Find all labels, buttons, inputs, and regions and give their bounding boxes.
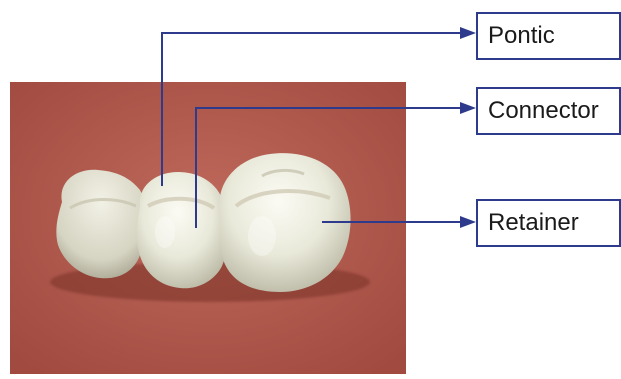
arrow-right-icon	[460, 27, 476, 39]
arrow-right-icon	[460, 216, 476, 228]
left-crown	[56, 170, 145, 278]
arrow-right-icon	[460, 102, 476, 114]
label-pontic: Pontic	[476, 12, 621, 60]
label-retainer: Retainer	[476, 199, 621, 247]
pontic-crown	[137, 172, 228, 288]
arrowheads	[460, 27, 476, 228]
label-connector: Connector	[476, 87, 621, 135]
